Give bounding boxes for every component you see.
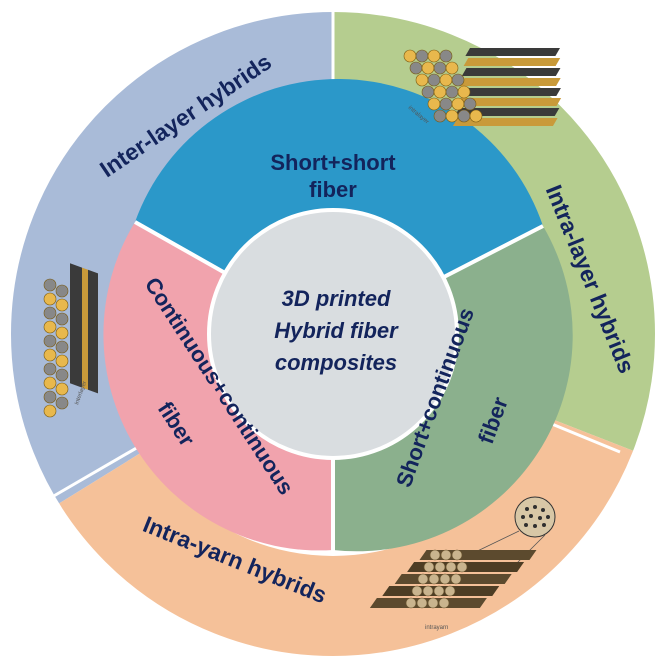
interlayer-illustration: interlayer [43,263,98,418]
short-short-label-line2: fiber [309,177,357,202]
center-line3: composites [275,350,397,375]
intrayarn-caption: intrayarn [425,625,448,631]
intrayarn-illustration: intrayarn [369,496,556,631]
intralayer-illustration: intralayer [403,48,562,126]
center-circle [207,208,459,460]
center-line2: Hybrid fiber [274,318,399,343]
center-line1: 3D printed [282,286,391,311]
short-short-label-line1: Short+short [270,150,396,175]
